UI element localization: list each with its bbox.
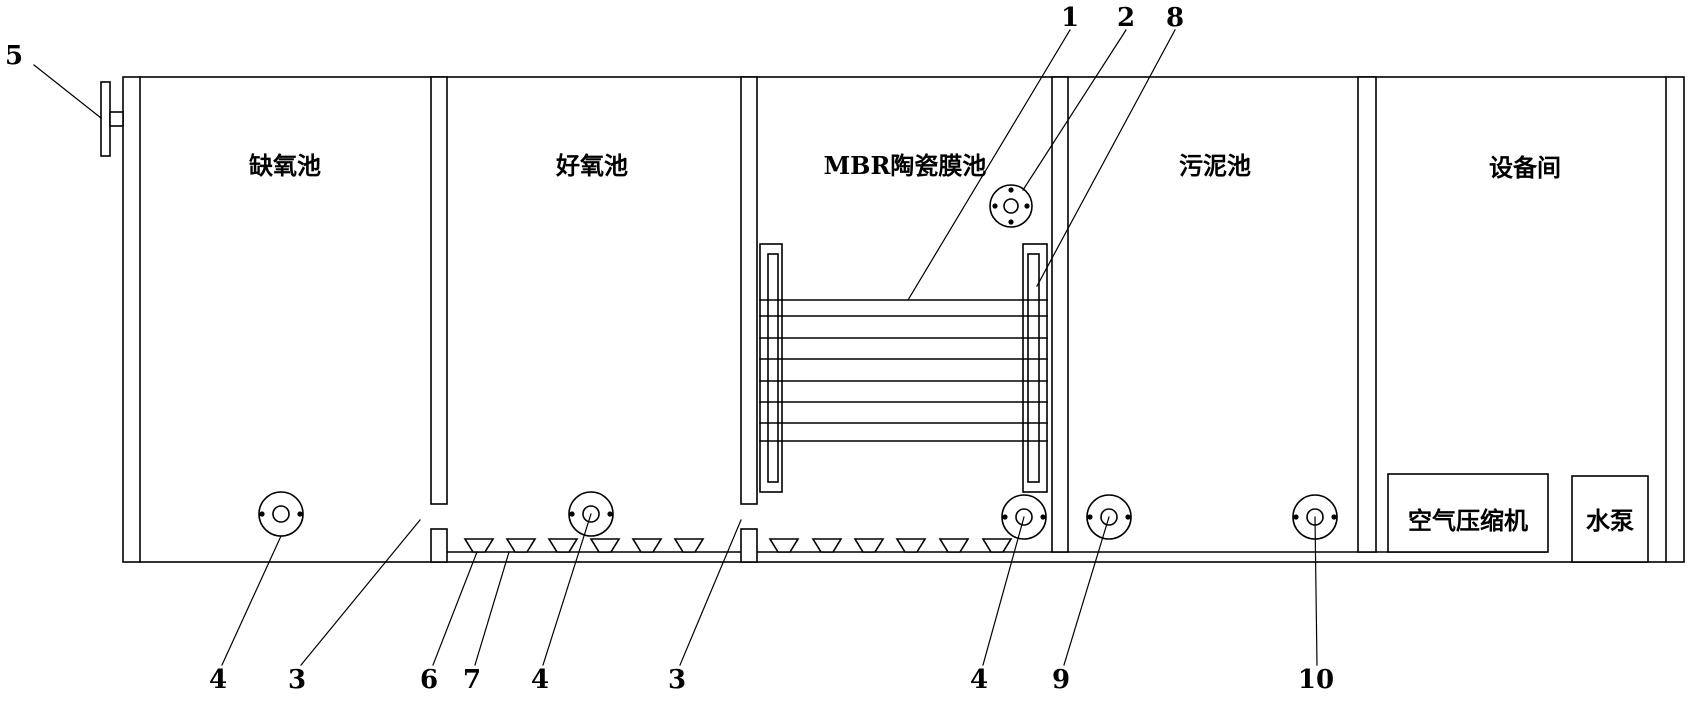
callout-2: 2 bbox=[1117, 3, 1135, 33]
aeration-diffusers bbox=[463, 538, 1013, 553]
port-anoxic bbox=[258, 491, 304, 537]
chamber-labels: 缺氧池 好氧池 MBR陶瓷膜池 污泥池 设备间 空气压缩机 水泵 bbox=[249, 151, 1634, 535]
partition-walls bbox=[430, 76, 1377, 563]
callout-9: 9 bbox=[1052, 665, 1070, 695]
water-pump-box bbox=[1571, 475, 1649, 563]
inlet-pipe bbox=[100, 81, 124, 157]
anoxic-tank-label: 缺氧池 bbox=[249, 151, 321, 180]
callout-8: 8 bbox=[1166, 3, 1184, 33]
sludge-tank-label: 污泥池 bbox=[1179, 151, 1251, 180]
callout-3-right: 3 bbox=[668, 665, 686, 695]
callout-5: 5 bbox=[5, 41, 23, 71]
callout-4-anoxic: 4 bbox=[209, 665, 227, 695]
callout-7: 7 bbox=[463, 665, 481, 695]
callout-numbers: 1 2 8 5 4 3 6 7 4 3 4 9 10 bbox=[5, 3, 1334, 695]
ceramic-membrane-module bbox=[759, 243, 1048, 493]
callout-4-aerobic: 4 bbox=[531, 665, 549, 695]
leader-lines bbox=[33, 29, 1318, 666]
suction-flange bbox=[989, 184, 1033, 228]
water-pump-label: 水泵 bbox=[1586, 506, 1634, 535]
callout-4-mbr: 4 bbox=[970, 665, 988, 695]
callout-3-left: 3 bbox=[288, 665, 306, 695]
mbr-tank-label: MBR陶瓷膜池 bbox=[824, 151, 987, 180]
aerobic-tank-label: 好氧池 bbox=[555, 151, 628, 180]
air-compressor-label: 空气压缩机 bbox=[1408, 506, 1528, 535]
air-compressor-box bbox=[1387, 473, 1549, 553]
callout-1: 1 bbox=[1061, 3, 1079, 33]
equipment-room-label: 设备间 bbox=[1489, 153, 1561, 182]
callout-10: 10 bbox=[1298, 665, 1334, 695]
callout-6: 6 bbox=[420, 665, 438, 695]
